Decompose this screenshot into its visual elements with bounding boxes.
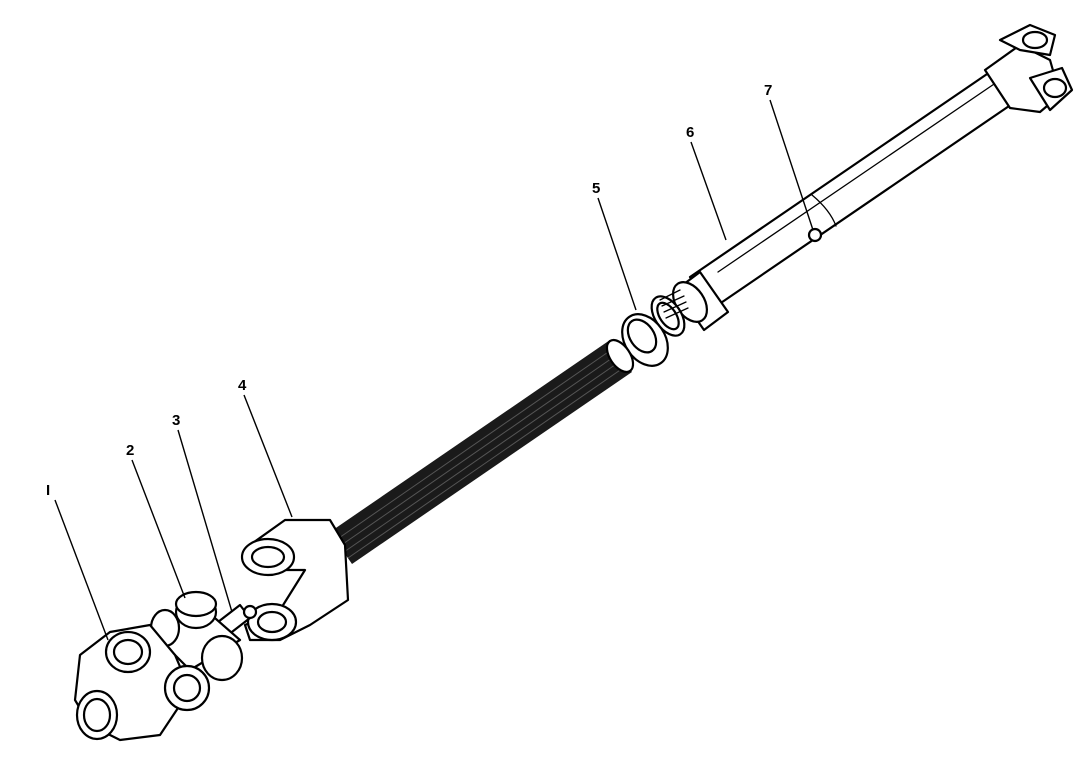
propeller-shaft-tube (671, 70, 1014, 332)
leader-5 (597, 197, 637, 311)
callout-label-4: 4 (238, 377, 247, 394)
splined-shaft (330, 338, 635, 564)
leader-1 (54, 499, 109, 641)
callout-leaders (54, 99, 814, 641)
leader-4 (243, 394, 293, 518)
callout-label-1: I (46, 482, 50, 499)
end-yoke-top-right (983, 23, 1074, 114)
callout-label-5: 5 (592, 180, 600, 197)
leader-2 (131, 459, 186, 599)
splined-shaft-yoke (240, 518, 350, 642)
leader-3 (177, 429, 233, 613)
callout-label-2: 2 (126, 442, 134, 459)
leader-6 (690, 141, 727, 241)
callout-label-6: 6 (686, 124, 694, 141)
leader-7 (769, 99, 814, 231)
tube-fitting (807, 227, 823, 243)
callout-label-7: 7 (764, 82, 772, 99)
callout-label-3: 3 (172, 412, 180, 429)
slip-yoke (73, 623, 211, 742)
